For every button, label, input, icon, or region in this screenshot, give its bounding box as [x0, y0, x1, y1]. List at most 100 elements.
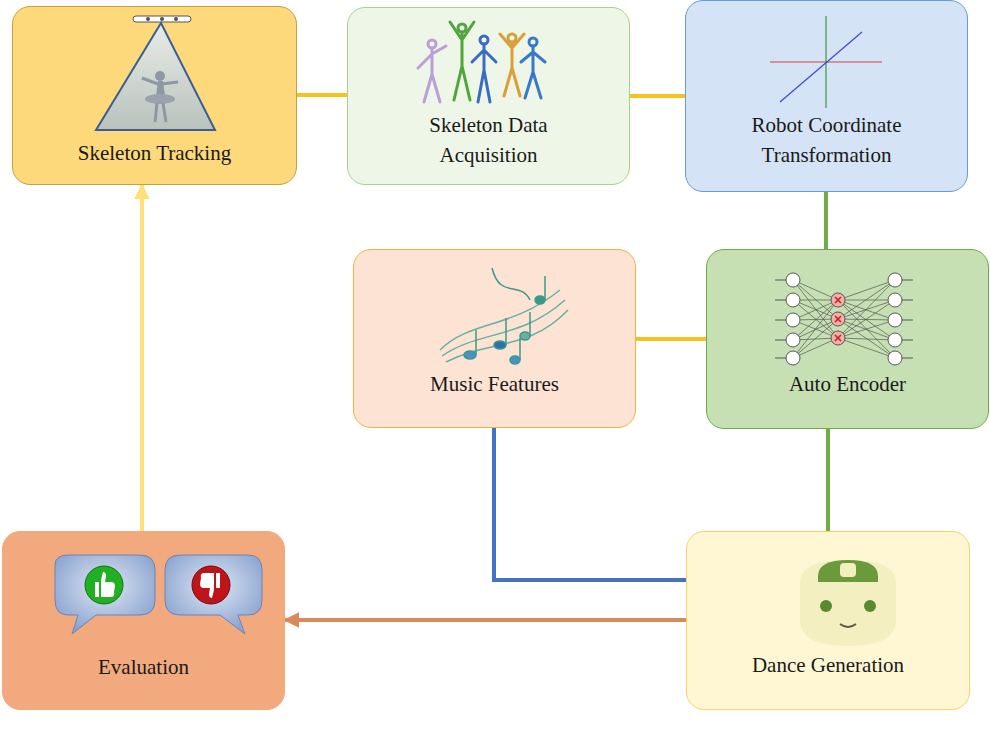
connector — [636, 337, 706, 341]
autoencoder-network — [838, 338, 895, 358]
coordinate-axes — [825, 16, 826, 108]
autoencoder-network — [793, 300, 838, 319]
music-notes — [464, 351, 476, 359]
skeleton-figures — [521, 38, 545, 98]
robot-head — [818, 560, 878, 582]
tracking-illustration — [145, 94, 175, 104]
autoencoder-network — [838, 300, 895, 358]
process-box: Skeleton Data Acquisition — [347, 7, 630, 185]
music-notes — [492, 268, 530, 300]
autoencoder-network — [786, 351, 800, 365]
autoencoder-network — [838, 300, 895, 338]
autoencoder-network — [902, 340, 913, 341]
evaluation-bubbles — [165, 555, 262, 634]
process-box: Auto Encoder — [706, 249, 989, 429]
autoencoder-network — [838, 319, 895, 340]
autoencoder-network — [793, 300, 838, 338]
autoencoder-network — [793, 320, 838, 338]
music-notes — [510, 356, 520, 364]
autoencoder-network — [835, 335, 841, 341]
autoencoder-network — [888, 273, 902, 287]
autoencoder-network — [835, 316, 841, 322]
autoencoder-network — [786, 293, 800, 307]
autoencoder-network — [775, 320, 786, 321]
autoencoder-network — [838, 280, 895, 338]
skeleton-figures — [508, 34, 516, 42]
node-label: Skeleton Data Acquisition — [399, 111, 579, 170]
connector — [826, 429, 830, 531]
evaluation-bubbles — [55, 555, 155, 634]
connector — [297, 93, 347, 97]
skeleton-figures — [480, 36, 488, 44]
autoencoder-network — [838, 319, 895, 358]
skeleton-figures — [521, 46, 545, 98]
connector — [824, 192, 828, 249]
connector — [630, 94, 685, 98]
autoencoder-network — [793, 280, 838, 319]
autoencoder-network — [793, 280, 838, 300]
autoencoder-network — [902, 320, 913, 321]
process-box: Evaluation — [2, 531, 285, 710]
autoencoder-network — [793, 319, 838, 340]
robot-head — [800, 560, 896, 646]
node-label: Skeleton Tracking — [78, 139, 231, 168]
tracking-illustration — [160, 17, 164, 21]
autoencoder-network — [793, 319, 838, 320]
tracking-illustration — [146, 17, 150, 21]
tracking-illustration — [133, 16, 191, 22]
tracking-illustration — [156, 81, 165, 96]
skeleton-figures — [418, 22, 545, 102]
autoencoder-network — [838, 300, 895, 340]
autoencoder-network — [793, 338, 838, 340]
autoencoder-network — [838, 280, 895, 319]
process-box: Music Features — [353, 249, 636, 428]
skeleton-figures — [500, 34, 524, 96]
autoencoder-network — [888, 351, 902, 365]
autoencoder-network — [775, 273, 913, 365]
tracking-illustration — [96, 23, 215, 130]
skeleton-figures — [472, 36, 496, 102]
robot-head — [864, 600, 876, 612]
music-notes — [494, 341, 506, 349]
autoencoder-network — [775, 340, 786, 341]
music-notes — [440, 268, 568, 364]
autoencoder-network — [775, 300, 786, 301]
autoencoder-network — [835, 297, 841, 303]
robot-head — [820, 600, 832, 612]
robot-head — [800, 560, 896, 646]
music-notes — [505, 318, 507, 345]
autoencoder-network — [888, 293, 902, 307]
robot-head — [840, 563, 856, 577]
autoencoder-network — [793, 300, 838, 320]
coordinate-axes — [770, 16, 882, 108]
skeleton-figures — [418, 40, 446, 102]
node-label: Evaluation — [98, 653, 189, 682]
tracking-illustration — [174, 17, 178, 21]
autoencoder-network — [838, 320, 895, 338]
coordinate-axes — [780, 32, 862, 102]
tracking-illustration — [96, 16, 215, 130]
autoencoder-network — [775, 358, 786, 359]
autoencoder-network — [902, 358, 913, 359]
music-notes — [544, 276, 546, 300]
autoencoder-network — [838, 319, 895, 320]
autoencoder-network — [793, 319, 838, 358]
music-notes — [520, 332, 530, 340]
skeleton-figures — [450, 22, 474, 100]
autoencoder-network — [793, 280, 838, 338]
skeleton-figures — [529, 38, 537, 46]
connector — [140, 185, 144, 531]
music-notes — [519, 338, 521, 360]
autoencoder-network — [888, 313, 902, 327]
skeleton-figures — [458, 24, 466, 32]
autoencoder-network — [786, 333, 800, 347]
skeleton-figures — [500, 34, 524, 96]
music-notes — [529, 312, 531, 336]
evaluation-bubbles — [85, 566, 123, 604]
autoencoder-network — [838, 338, 895, 340]
coordinate-axes — [770, 61, 882, 62]
process-box: Skeleton Tracking — [12, 6, 297, 185]
autoencoder-network — [831, 312, 845, 326]
